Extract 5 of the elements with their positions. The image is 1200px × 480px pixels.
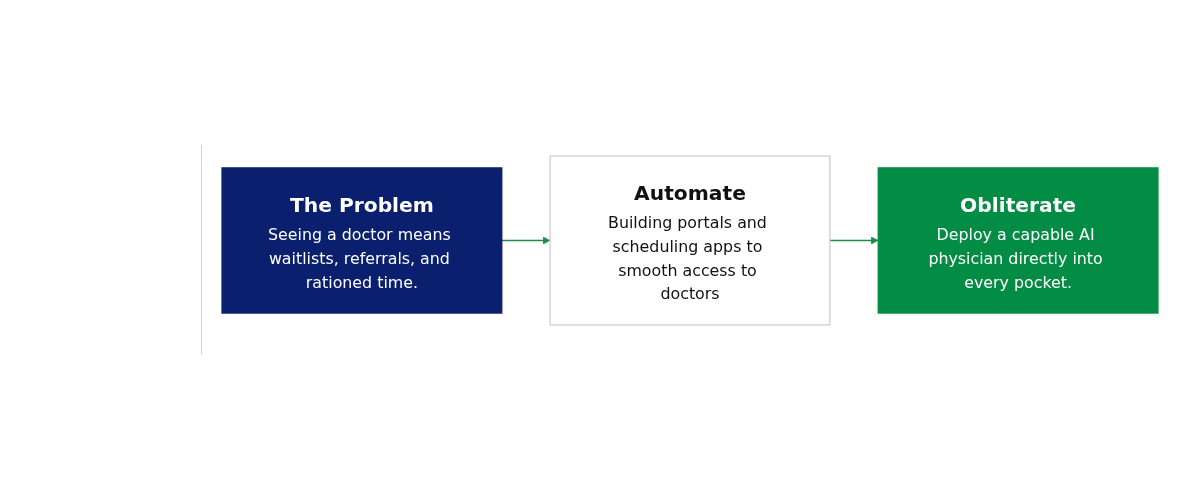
arrow xyxy=(501,236,551,244)
node-box: Obliterate Deploy a capable AI physician directly into every pocket. xyxy=(877,166,1159,314)
node-box: Automate Building portals and scheduling apps to smooth access to doctors xyxy=(549,154,831,326)
arrow xyxy=(829,236,879,244)
node-box: The Problem Seeing a doctor means waitlists, referrals, and rationed time. xyxy=(221,166,503,314)
